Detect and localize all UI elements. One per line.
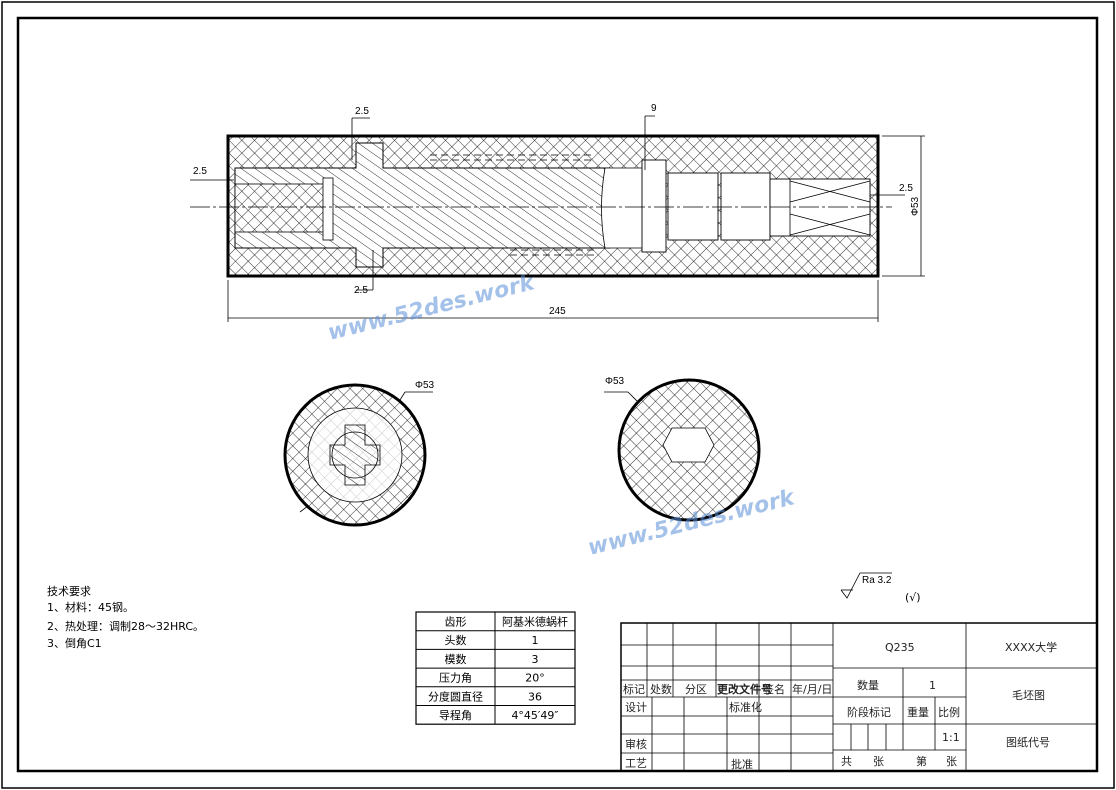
param-value: 3 — [532, 653, 539, 666]
tb-count: 处数 — [650, 683, 672, 696]
cross-section-right — [604, 378, 761, 522]
tech-req-title: 技术要求 — [47, 585, 91, 598]
cross-section-left — [283, 383, 433, 527]
watermark-text: www.52des.work — [325, 270, 538, 346]
tb-design: 设计 — [625, 701, 647, 714]
param-name: 头数 — [445, 634, 467, 647]
other-surfaces-mark: (√) — [905, 591, 921, 604]
drawing-frame — [16, 16, 1099, 773]
tb-zone: 分区 — [685, 683, 707, 696]
tech-req-item: 1、材料：45钢。 — [47, 600, 134, 614]
param-name: 导程角 — [439, 709, 472, 722]
tb-sheet-no: 第 — [916, 754, 927, 768]
dim-overall-length: 245 — [549, 306, 566, 317]
surface-roughness-symbol — [840, 572, 892, 599]
technical-requirements: 技术要求 1、材料：45钢。 2、热处理：调制28～32HRC。 3、倒角C1 — [47, 585, 204, 650]
tb-weight: 重量 — [907, 705, 929, 719]
param-name: 模数 — [445, 653, 467, 666]
tb-school: XXXX大学 — [1005, 640, 1057, 654]
param-name: 分度圆直径 — [428, 689, 483, 703]
tb-date: 年/月/日 — [792, 682, 832, 696]
tb-standardization: 标准化 — [729, 700, 762, 714]
param-name: 齿形 — [445, 616, 467, 629]
title-block-text: 标记 处数 分区 更改文件号 签名 年/月/日 设计 标准化 审核 工艺 批准 … — [623, 640, 1057, 771]
dim-collar-width: 9 — [651, 103, 657, 114]
param-value: 20° — [525, 672, 545, 685]
tb-approve: 批准 — [731, 757, 753, 771]
section-left-diameter: Φ53 — [415, 380, 435, 391]
tb-review: 审核 — [625, 737, 647, 751]
tb-mark: 标记 — [623, 682, 645, 696]
param-value: 1 — [532, 634, 539, 647]
tb-sheets-unit: 张 — [946, 755, 957, 768]
tb-quantity: 1 — [929, 679, 936, 692]
dim-bottom-groove: 2.5 — [354, 285, 368, 296]
dim-diameter: Φ53 — [910, 196, 921, 216]
title-block — [620, 622, 1098, 772]
tb-scale: 1:1 — [942, 731, 960, 744]
tb-drawing-name: 毛坯图 — [1012, 689, 1045, 702]
section-right-diameter: Φ53 — [605, 376, 625, 387]
tb-change-doc: 更改文件号 — [717, 682, 772, 696]
param-name: 压力角 — [439, 672, 472, 685]
tb-drawing-code: 图纸代号 — [1006, 736, 1050, 749]
dim-right-offset: 2.5 — [899, 183, 913, 194]
dimensions — [190, 115, 925, 322]
tb-signature: 签名 — [763, 682, 785, 696]
param-value: 阿基米德蜗杆 — [502, 615, 568, 629]
tb-quantity-label: 数量 — [857, 679, 879, 692]
tb-process: 工艺 — [625, 757, 647, 770]
roughness-value: Ra 3.2 — [862, 575, 892, 586]
tb-material: Q235 — [885, 641, 915, 654]
tb-sheets-total: 共 — [841, 755, 852, 768]
dim-top-groove: 2.5 — [355, 106, 369, 117]
param-value: 4°45′49″ — [511, 709, 558, 722]
tech-req-item: 3、倒角C1 — [47, 637, 102, 650]
tb-scale-label: 比例 — [938, 705, 960, 719]
dim-left-offset: 2.5 — [193, 166, 207, 177]
param-value: 36 — [528, 690, 542, 703]
tb-sheets-unit: 张 — [873, 755, 884, 768]
longitudinal-section-view — [190, 134, 892, 278]
tb-stage-mark: 阶段标记 — [847, 705, 891, 719]
tech-req-item: 2、热处理：调制28～32HRC。 — [47, 620, 204, 633]
